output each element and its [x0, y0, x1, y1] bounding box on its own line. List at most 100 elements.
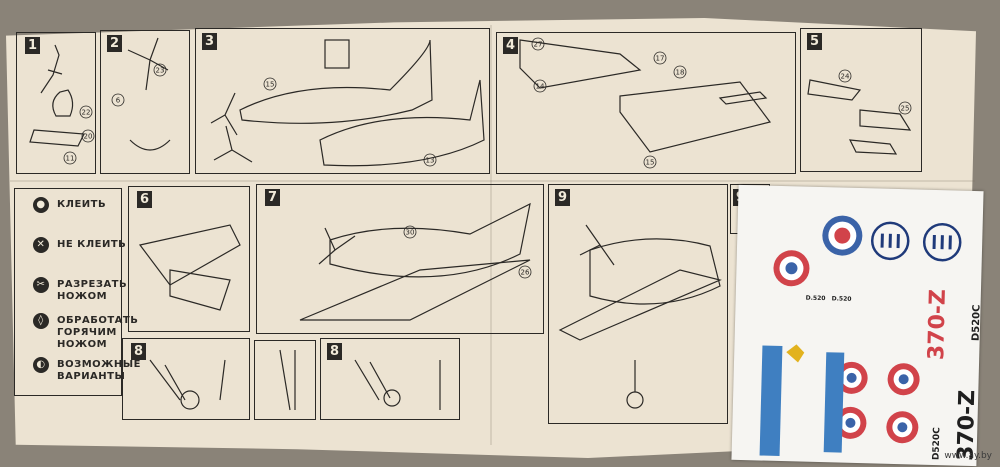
tail-plane [807, 79, 862, 101]
part-number: 30 [406, 229, 415, 237]
pilot-seat [324, 39, 350, 69]
part-number-circle [153, 63, 167, 77]
legend-panel: ● КЛЕИТЬ ✕ НЕ КЛЕИТЬ ✂ РАЗРЕЗАТЬ НОЖОМ ◊… [14, 188, 140, 396]
propeller [127, 37, 169, 91]
part-number: 20 [84, 133, 93, 141]
panel-step-8a: 8 [122, 338, 250, 420]
part-number: 15 [646, 159, 655, 167]
step-number: 5 [807, 33, 822, 50]
panel-step-3: 3 [195, 28, 490, 174]
part-number-circle [533, 79, 547, 93]
tail-plane [859, 109, 912, 131]
part-number-circle [898, 101, 912, 115]
seat-part [52, 89, 74, 117]
decal-type-code: D520C [931, 427, 943, 461]
fold-line [10, 180, 975, 182]
watermark: www.ay.by [944, 451, 992, 461]
part-number: 27 [534, 41, 543, 49]
propeller [213, 125, 253, 163]
part-number: 13 [426, 157, 435, 165]
decal-small-text: D.520 [831, 295, 852, 303]
part-number-circle [63, 151, 77, 165]
cut-knife-icon: ✂ [33, 277, 49, 293]
wing-assembled [299, 259, 531, 321]
wheel [180, 390, 200, 410]
step-number: 9 [555, 189, 570, 206]
part-number-circle [653, 51, 667, 65]
panel-step-6: 6 [128, 186, 250, 332]
propeller [579, 224, 615, 266]
panel-step-2: 2 [100, 30, 190, 174]
plane-assembled [329, 202, 531, 278]
panel-step-8-detail [254, 340, 316, 420]
panel-step-1: 1 [16, 32, 96, 174]
pilot-figure [40, 44, 63, 94]
wing-detail [138, 224, 241, 286]
step-number: 2 [107, 35, 122, 52]
decal-small-text: D.520 [805, 294, 826, 303]
part-number: 22 [82, 109, 91, 117]
part-number-circle [518, 265, 532, 279]
decal-type-code: D520C [970, 304, 983, 342]
panel-step-9a: 9 [548, 184, 728, 424]
plane-side-view [589, 238, 721, 305]
wing-upper [519, 39, 642, 89]
part-number-circle [79, 105, 93, 119]
decal-code-red: 370-Z [924, 288, 951, 361]
part-number-circle [531, 37, 545, 51]
floor-part [29, 129, 85, 147]
no-glue-icon: ✕ [33, 237, 49, 253]
part-number: 24 [841, 73, 850, 81]
part-number: 26 [521, 269, 530, 277]
decal-sheet: 370-Z 370-Z D520C D520C D.520 D.520 [731, 184, 984, 467]
step-number: 1 [25, 37, 40, 54]
step-number: 7 [265, 189, 280, 206]
part-number-circle [838, 69, 852, 83]
panel-step-4: 4 [496, 32, 796, 174]
decal-graphics [759, 215, 962, 457]
step-number: 8 [131, 343, 146, 360]
fuselage-lower [319, 79, 485, 167]
undercarriage-part [129, 139, 171, 151]
part-number-circle [111, 93, 125, 107]
fold-line [490, 25, 492, 445]
fuselage-upper [239, 39, 433, 124]
part-number: 15 [266, 81, 275, 89]
part-number: 17 [656, 55, 665, 63]
step-number: 6 [137, 191, 152, 208]
part-number: 11 [66, 155, 75, 163]
wing-side-view [558, 269, 722, 341]
part-number: 18 [676, 69, 685, 77]
propeller [210, 92, 238, 136]
step-number: 4 [503, 37, 518, 54]
wing-lower [619, 81, 772, 153]
aileron [718, 91, 768, 105]
wheel [383, 389, 401, 407]
part-number: 23 [156, 67, 165, 75]
panel-step-5: 5 [800, 28, 922, 172]
wing-detail [169, 269, 231, 311]
wheel [626, 391, 644, 409]
part-number: 14 [536, 83, 545, 91]
step-number: 3 [202, 33, 217, 50]
part-number-circle [403, 225, 417, 239]
landing-gear-strut [149, 359, 186, 401]
variants-icon: ◐ [33, 357, 49, 373]
part-number-circle [673, 65, 687, 79]
panel-step-7: 7 [256, 184, 544, 334]
landing-gear-strut [279, 349, 296, 411]
step-number: 8 [327, 343, 342, 360]
panel-step-8b: 8 [320, 338, 460, 420]
part-number-circle [643, 155, 657, 169]
tail-plane [848, 139, 898, 155]
part-number: 6 [116, 97, 121, 105]
glue-icon: ● [33, 197, 49, 213]
part-number-circle [423, 153, 437, 167]
landing-gear-strut [219, 359, 226, 401]
part-number-circle [263, 77, 277, 91]
propeller [318, 227, 356, 265]
hot-knife-icon: ◊ [33, 313, 49, 329]
part-number: 25 [901, 105, 910, 113]
